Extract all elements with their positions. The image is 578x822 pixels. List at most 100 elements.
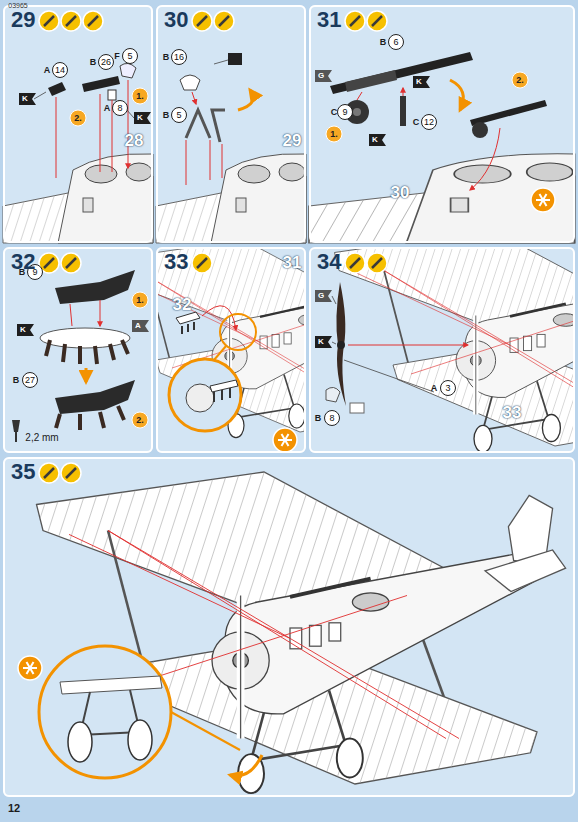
- tool-icon: [345, 253, 365, 273]
- sub-step-number: 2.: [136, 416, 144, 425]
- label-backing: [99, 55, 114, 70]
- tool-icon: [367, 11, 387, 31]
- callout-number: 16: [174, 53, 184, 62]
- part-sprue-letter: A: [44, 66, 51, 75]
- previous-step-number: 32: [173, 296, 192, 313]
- attention-badge: [18, 656, 42, 680]
- label-backing: [172, 108, 187, 123]
- label-backing: [53, 63, 68, 78]
- sub-step-number: 1.: [330, 130, 338, 139]
- step-number: 34: [311, 249, 347, 275]
- tool-icon: [61, 253, 81, 273]
- part-sprue-letter: A: [104, 104, 111, 113]
- color-code-flag: K: [22, 95, 28, 103]
- sub-step-number: 1.: [136, 92, 144, 101]
- part-sprue-letter: B: [163, 111, 170, 120]
- label-backing: [326, 126, 342, 142]
- step-number: 29: [5, 7, 41, 33]
- label-backing: [389, 35, 404, 50]
- callout-number: 9: [32, 268, 37, 277]
- color-code-flag: K: [20, 326, 26, 334]
- color-code-flag: K: [416, 78, 422, 86]
- callout-number: 6: [393, 38, 398, 47]
- tool-icon: [192, 11, 212, 31]
- note-text: 2,2 mm: [25, 433, 58, 443]
- part-sprue-letter: C: [331, 108, 338, 117]
- step-number: 31: [311, 7, 347, 33]
- color-code-flag: A: [135, 322, 141, 330]
- label-backing: [338, 105, 353, 120]
- label-backing: [422, 115, 437, 130]
- label-backing: [123, 49, 138, 64]
- sub-step-number: 2.: [74, 114, 82, 123]
- callout-number: 5: [127, 52, 132, 61]
- attention-badge: [273, 428, 297, 452]
- previous-step-number: 31: [283, 254, 302, 271]
- label-backing: [413, 76, 430, 88]
- part-sprue-letter: B: [13, 376, 20, 385]
- label-backing: [512, 72, 528, 88]
- tool-icon: [39, 11, 59, 31]
- part-sprue-letter: B: [19, 268, 26, 277]
- label-backing: [19, 93, 36, 105]
- tool-icon: [345, 11, 365, 31]
- part-sprue-letter: B: [90, 58, 97, 67]
- label-backing: [132, 412, 148, 428]
- tool-icon: [192, 253, 212, 273]
- callout-number: 9: [342, 108, 347, 117]
- previous-step-number: 29: [283, 132, 302, 149]
- panel-ground: [3, 247, 153, 453]
- panel-ground: [156, 5, 306, 243]
- color-code-flag: K: [137, 114, 143, 122]
- step-panel: 34: [309, 247, 575, 453]
- tool-icon: [214, 11, 234, 31]
- tool-icon: [61, 11, 81, 31]
- previous-step-number: 33: [503, 404, 522, 421]
- label-backing: [315, 290, 332, 302]
- callout-number: 8: [329, 414, 334, 423]
- step-panel: 30: [156, 5, 306, 243]
- label-backing: [315, 70, 332, 82]
- label-backing: [17, 324, 34, 336]
- callout-number: 3: [445, 384, 450, 393]
- previous-step-number: 30: [391, 184, 410, 201]
- step-panel: 29: [3, 5, 153, 243]
- label-backing: [132, 320, 149, 332]
- part-sprue-letter: A: [431, 384, 438, 393]
- callout-number: 14: [55, 66, 65, 75]
- label-backing: [325, 411, 340, 426]
- label-backing: [441, 381, 456, 396]
- sub-step-number: 2.: [516, 76, 524, 85]
- step-panel: 31: [309, 5, 575, 243]
- step-number: 35: [5, 459, 41, 485]
- step-number: 33: [158, 249, 194, 275]
- callout-number: 27: [25, 376, 35, 385]
- callout-number: 26: [101, 58, 111, 67]
- color-code-flag: K: [372, 136, 378, 144]
- attention-badge: [531, 188, 555, 212]
- label-backing: [113, 101, 128, 116]
- label-backing: [23, 373, 38, 388]
- part-sprue-letter: C: [413, 118, 420, 127]
- color-code-flag: G: [318, 292, 324, 300]
- callout-number: 5: [176, 111, 181, 120]
- note-text: 03965: [8, 2, 27, 9]
- tool-icon: [83, 11, 103, 31]
- callout-number: 8: [117, 104, 122, 113]
- tool-icon: [39, 463, 59, 483]
- label-backing: [172, 50, 187, 65]
- panel-ground: [309, 5, 575, 243]
- label-backing: [132, 88, 148, 104]
- part-sprue-letter: B: [163, 53, 170, 62]
- label-backing: [315, 336, 332, 348]
- step-panel: 33: [156, 247, 306, 453]
- label-backing: [134, 112, 151, 124]
- sub-step-number: 1.: [136, 296, 144, 305]
- previous-step-number: 28: [125, 132, 144, 149]
- color-code-flag: G: [318, 72, 324, 80]
- part-sprue-letter: B: [380, 38, 387, 47]
- callout-number: 12: [424, 118, 434, 127]
